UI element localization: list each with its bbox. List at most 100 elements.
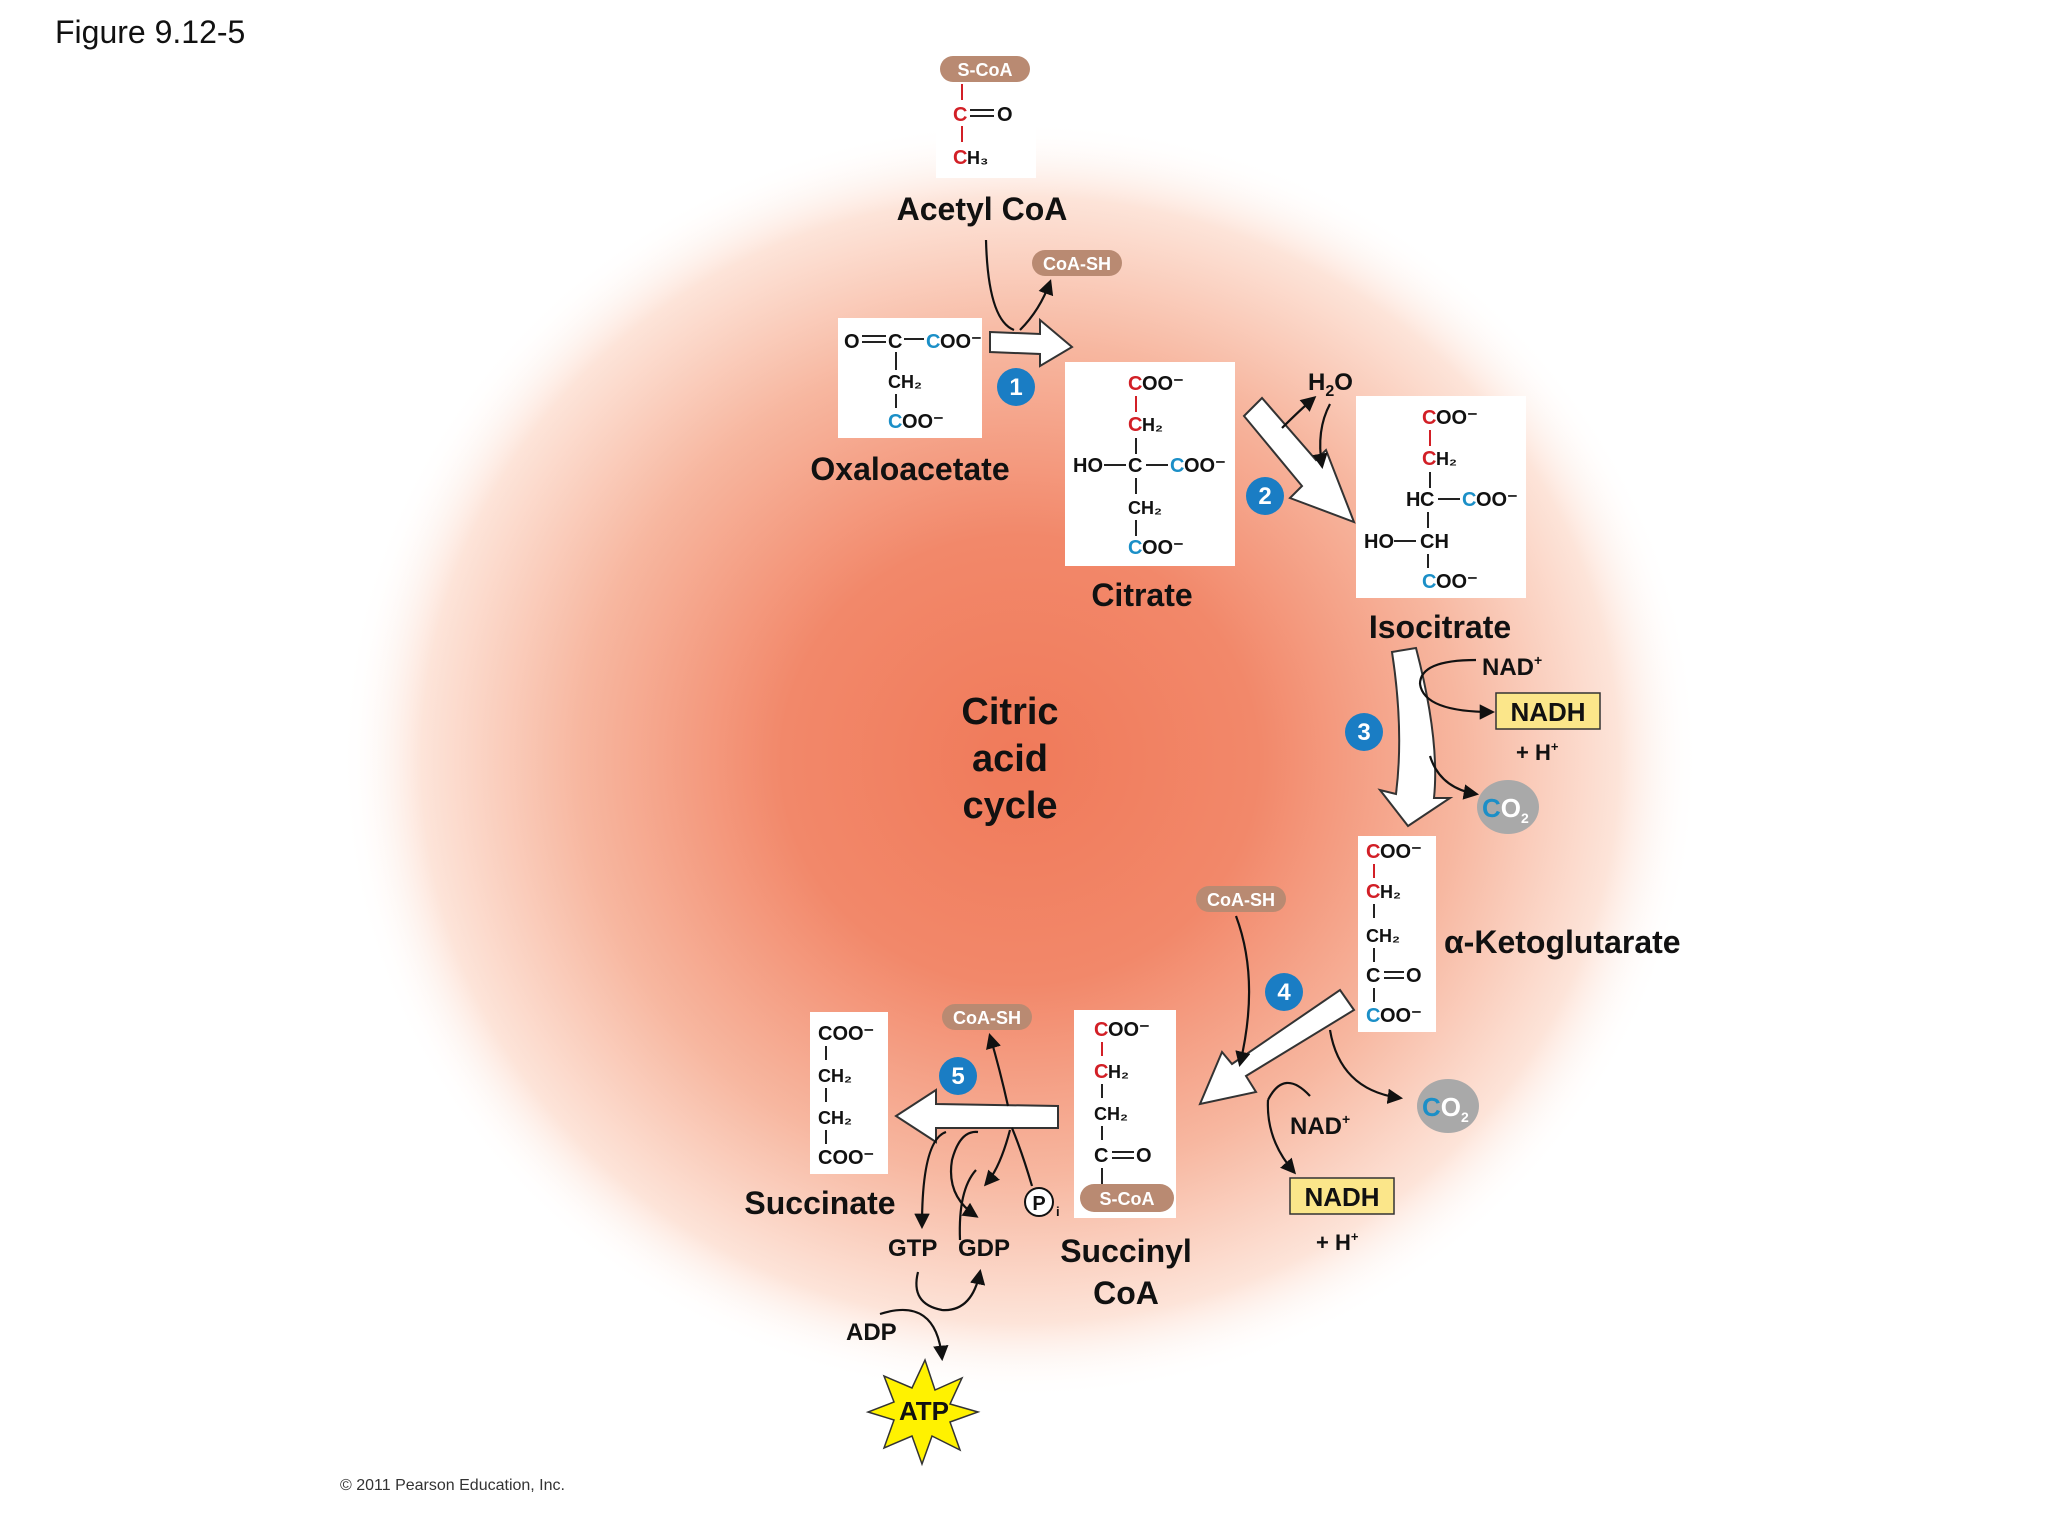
svg-text:C: C (1094, 1061, 1108, 1083)
step-2-arrow (1242, 396, 1356, 524)
svg-text:H₂: H₂ (1380, 882, 1401, 902)
nad-in-arrow-step3 (1418, 658, 1477, 685)
svg-text:CH₂: CH₂ (818, 1108, 852, 1128)
svg-text:NADH: NADH (1304, 1182, 1379, 1212)
svg-text:CH₂: CH₂ (888, 372, 922, 392)
svg-text:CH₂: CH₂ (1094, 1104, 1128, 1124)
svg-text:P: P (1032, 1193, 1045, 1215)
svg-text:C: C (953, 147, 967, 169)
svg-text:C: C (1128, 537, 1142, 559)
acetyl-coa-label: Acetyl CoA (897, 191, 1068, 227)
coa-sh-pill-1 (1032, 250, 1122, 276)
svg-text:OO⁻: OO⁻ (902, 411, 944, 433)
svg-text:CoA: CoA (1093, 1275, 1159, 1311)
h-plus-step3: + H+ (1516, 739, 1559, 765)
svg-text:acid: acid (972, 738, 1048, 780)
step-5-arrow (894, 1088, 1059, 1144)
svg-text:H₂: H₂ (1142, 415, 1163, 435)
svg-text:C: C (1422, 407, 1436, 429)
nadh-out-arrow-step4 (1266, 1099, 1297, 1175)
svg-text:HO: HO (1073, 455, 1103, 477)
step-1-badge: 1 (997, 368, 1035, 406)
succinyl-coa-structure: C OO⁻ C H₂ CH₂ C O S-CoA (1074, 1010, 1176, 1218)
svg-text:C: C (1366, 1005, 1380, 1027)
adp-label: ADP (846, 1319, 897, 1346)
adp-to-atp-arrow (879, 1308, 949, 1362)
step-2-badge: 2 (1246, 477, 1284, 515)
oxaloacetate-structure: O C C OO⁻ CH₂ C OO⁻ (838, 318, 982, 438)
svg-text:COO⁻: COO⁻ (818, 1023, 874, 1045)
svg-text:S-CoA: S-CoA (1100, 1189, 1155, 1209)
svg-text:5: 5 (951, 1063, 964, 1090)
nadh-box-step4 (1289, 1177, 1395, 1215)
co2-circle-step3: CO2 (1477, 780, 1539, 834)
svg-text:COO⁻: COO⁻ (818, 1147, 874, 1169)
nad-label-step3: NAD+ (1482, 652, 1542, 681)
svg-text:Citric: Citric (961, 691, 1058, 733)
co2-out-arrow-step3 (1428, 755, 1480, 800)
svg-text:O: O (844, 331, 860, 353)
gtp-label: GTP (888, 1235, 937, 1262)
h-plus-step4: + H+ (1316, 1229, 1359, 1255)
svg-text:C: C (1366, 841, 1380, 863)
svg-text:C: C (926, 331, 940, 353)
svg-text:O: O (1136, 1145, 1152, 1167)
coa-sh-pill-3 (942, 1004, 1032, 1030)
svg-text:CoA-SH: CoA-SH (953, 1008, 1021, 1028)
atp-burst: ATP (865, 1357, 981, 1467)
svg-text:C: C (1128, 373, 1142, 395)
h2o-out-arrow (1281, 395, 1317, 429)
co2-out-arrow-step4 (1328, 1029, 1404, 1104)
svg-text:i: i (1056, 1204, 1060, 1219)
svg-text:C: C (1094, 1019, 1108, 1041)
cycle-title: Citric acid cycle (961, 691, 1058, 827)
svg-text:C: C (1170, 455, 1184, 477)
gdp-label: GDP (958, 1235, 1010, 1262)
nad-label-step4: NAD+ (1290, 1111, 1350, 1140)
svg-text:CO2: CO2 (1482, 793, 1529, 826)
citrate-label: Citrate (1091, 577, 1192, 613)
gtp-formation-arrow (914, 1130, 947, 1230)
svg-text:1: 1 (1009, 374, 1022, 401)
step-4-badge: 4 (1265, 973, 1303, 1011)
succinate-label: Succinate (744, 1185, 895, 1221)
svg-text:NADH: NADH (1510, 697, 1585, 727)
svg-text:ATP: ATP (899, 1396, 949, 1426)
svg-text:2: 2 (1258, 483, 1271, 510)
coa-sh-out-arrow-step5 (986, 1033, 1010, 1107)
step-3-badge: 3 (1345, 713, 1383, 751)
nadh-out-arrow-step3 (1418, 683, 1496, 720)
svg-text:C: C (1128, 414, 1142, 436)
svg-text:OO⁻: OO⁻ (1436, 571, 1478, 593)
svg-text:3: 3 (1357, 719, 1370, 746)
svg-text:C: C (1462, 489, 1476, 511)
svg-text:C: C (1366, 881, 1380, 903)
svg-text:CH₂: CH₂ (818, 1066, 852, 1086)
copyright: © 2011 Pearson Education, Inc. (340, 1477, 565, 1494)
svg-text:cycle: cycle (962, 785, 1057, 827)
coa-sh-in-arrow-step4 (1234, 915, 1251, 1067)
alpha-ketoglutarate-structure: C OO⁻ C H₂ CH₂ C O C OO⁻ (1358, 836, 1436, 1032)
svg-text:O: O (997, 104, 1013, 126)
nadh-box-step3 (1495, 692, 1601, 730)
svg-text:CO2: CO2 (1422, 1092, 1469, 1125)
s-coa-pill (940, 56, 1030, 82)
svg-text:C: C (1422, 448, 1436, 470)
acetyl-coa-structure: S-CoA C O C H₃ (936, 56, 1036, 178)
nad-in-arrow-step4 (1267, 1081, 1311, 1101)
succinyl-coa-label: Succinyl (1060, 1233, 1192, 1269)
s-coa-pill-2 (1080, 1184, 1174, 1212)
svg-text:OO⁻: OO⁻ (1436, 407, 1478, 429)
svg-text:O: O (1406, 965, 1422, 987)
svg-text:OO⁻: OO⁻ (1380, 841, 1422, 863)
svg-text:H₂: H₂ (1436, 449, 1457, 469)
svg-text:OO⁻: OO⁻ (1142, 373, 1184, 395)
pi-circle: P i (1024, 1187, 1060, 1219)
svg-text:H: H (1406, 489, 1420, 511)
isocitrate-label: Isocitrate (1369, 609, 1511, 645)
gdp-return-arrow (958, 1169, 977, 1241)
acetyl-coa-input-arrow (984, 239, 1015, 332)
svg-text:CH₂: CH₂ (1128, 498, 1162, 518)
coa-sh-pill-2 (1196, 886, 1286, 912)
